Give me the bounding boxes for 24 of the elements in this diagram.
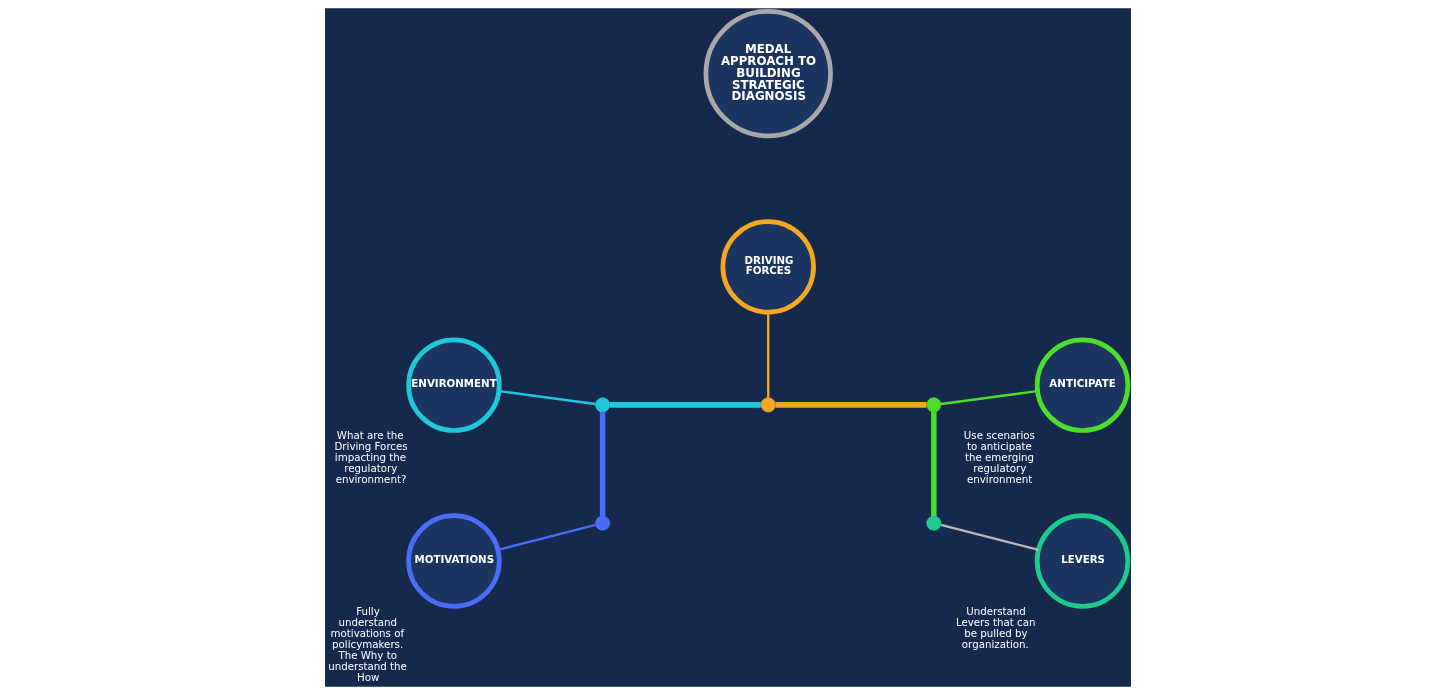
connector xyxy=(497,523,596,552)
node-circle: MOTIVATIONS xyxy=(406,513,502,609)
node-circle xyxy=(760,397,776,413)
connector xyxy=(498,389,596,406)
node-label: Fully understand motivations of policymakers. The Why to understand the How xyxy=(328,604,407,683)
node-circle: ENVIRONMENT xyxy=(406,337,502,433)
connector xyxy=(609,402,761,408)
node-label: What are the Driving Forces impacting the regulatory environment? xyxy=(334,428,408,485)
node-circle xyxy=(595,397,611,413)
connector xyxy=(931,412,937,516)
node-circle xyxy=(926,515,942,531)
connector xyxy=(940,389,1038,406)
connector xyxy=(940,523,1039,552)
connector xyxy=(767,312,770,398)
node-circle xyxy=(595,515,611,531)
node-label: Use scenarios to anticipate the emerging regulatory environment xyxy=(963,428,1035,485)
node-circle xyxy=(926,397,942,413)
connector xyxy=(599,412,606,516)
connector xyxy=(775,402,927,408)
node-circle: DRIVING FORCES xyxy=(720,219,816,315)
node-circle: ANTICIPATE xyxy=(1034,337,1131,433)
node-circle: LEVERS xyxy=(1034,513,1131,609)
node-label: Understand Levers that can be pulled by organization. xyxy=(955,604,1036,650)
node-circle: MEDAL APPROACH TO BUILDING STRATEGIC DIAGNOSIS xyxy=(703,8,833,139)
